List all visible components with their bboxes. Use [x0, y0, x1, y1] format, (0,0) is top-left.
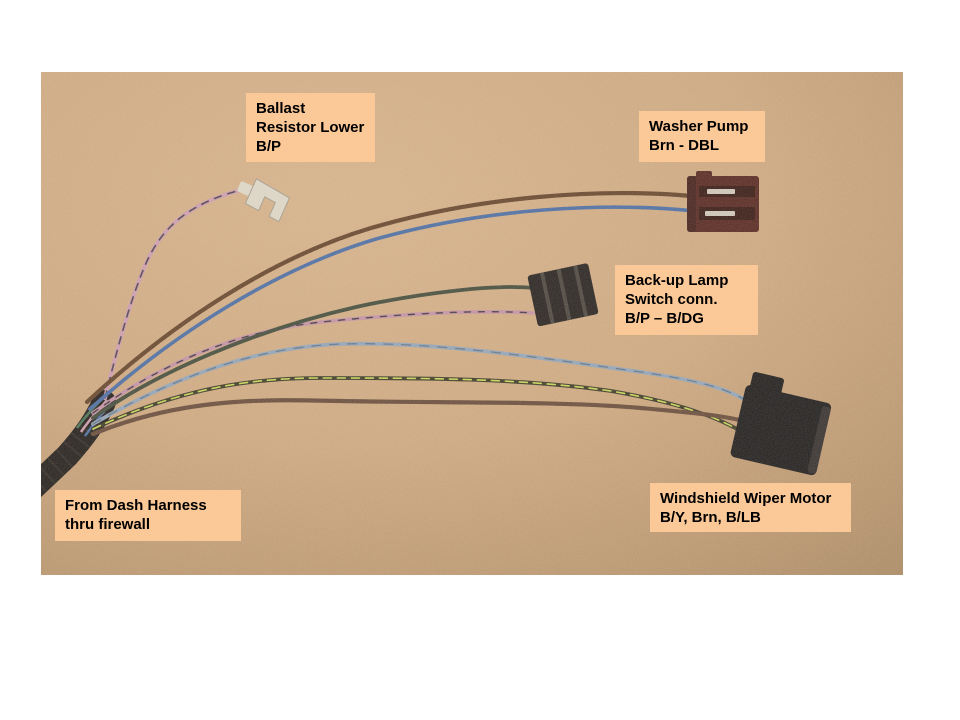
label-line: Switch conn. — [625, 291, 718, 308]
annotation-backup-lamp-switch: Back-up Lamp Switch conn. B/P – B/DG — [615, 265, 758, 335]
annotation-washer-pump: Washer Pump Brn - DBL — [639, 111, 765, 162]
label-line: B/Y, Brn, B/LB — [660, 509, 761, 526]
label-line: Washer Pump — [649, 118, 749, 135]
label-line: thru firewall — [65, 516, 151, 533]
annotation-dash-harness: From Dash Harness thru firewall — [55, 490, 241, 541]
annotation-wiper-motor: Windshield Wiper Motor B/Y, Brn, B/LB — [650, 483, 851, 532]
label-line: Brn - DBL — [649, 137, 719, 154]
annotation-ballast-resistor: Ballast Resistor Lower B/P — [246, 93, 375, 162]
label-line: From Dash Harness — [65, 497, 207, 514]
label-line: B/P – B/DG — [625, 310, 704, 327]
label-line: B/P — [256, 138, 282, 155]
label-line: Windshield Wiper Motor — [660, 490, 832, 507]
label-line: Back-up Lamp — [625, 272, 729, 289]
harness-photo: Ballast Resistor Lower B/P Washer Pump B… — [41, 72, 903, 575]
label-line: Resistor Lower — [256, 119, 365, 136]
label-line: Ballast — [256, 100, 306, 117]
